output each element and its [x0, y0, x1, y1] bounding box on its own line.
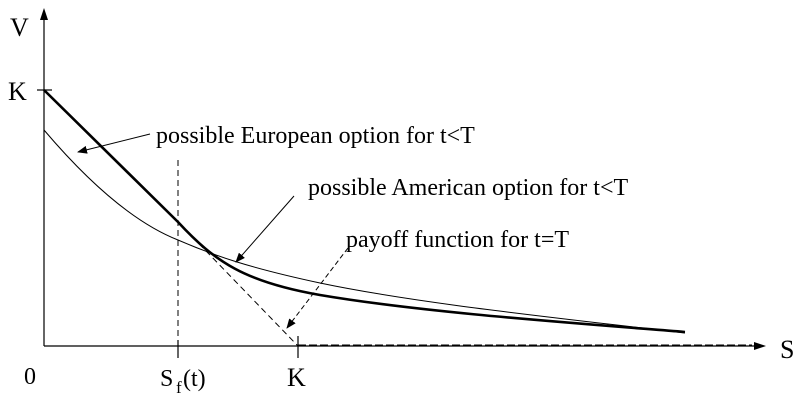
- european-arrow: [77, 133, 151, 154]
- x-axis-label: S: [780, 335, 794, 364]
- american-option-label: possible American option for t<T: [308, 175, 628, 201]
- y-tick-label-k: K: [8, 77, 27, 106]
- y-axis-label: V: [10, 13, 29, 42]
- american-arrow: [235, 195, 295, 263]
- payoff-arrow: [286, 247, 349, 329]
- x-axis-arrow-icon: [754, 342, 766, 350]
- origin-label: 0: [24, 364, 36, 390]
- european-option-curve: [43, 129, 686, 334]
- y-axis-arrow-icon: [40, 8, 48, 20]
- payoff-dashed-line: [177, 221, 299, 347]
- payoff-function-label: payoff function for t=T: [346, 227, 569, 253]
- free-boundary-argument: (t): [183, 366, 206, 392]
- european-option-label: possible European option for t<T: [156, 123, 475, 149]
- x-tick-label-free-boundary: S f (t): [160, 366, 206, 395]
- x-tick-label-strike: K: [287, 363, 306, 392]
- american-option-curve: [43, 89, 686, 334]
- free-boundary-symbol: S: [160, 366, 173, 392]
- free-boundary-subscript: f: [176, 378, 182, 395]
